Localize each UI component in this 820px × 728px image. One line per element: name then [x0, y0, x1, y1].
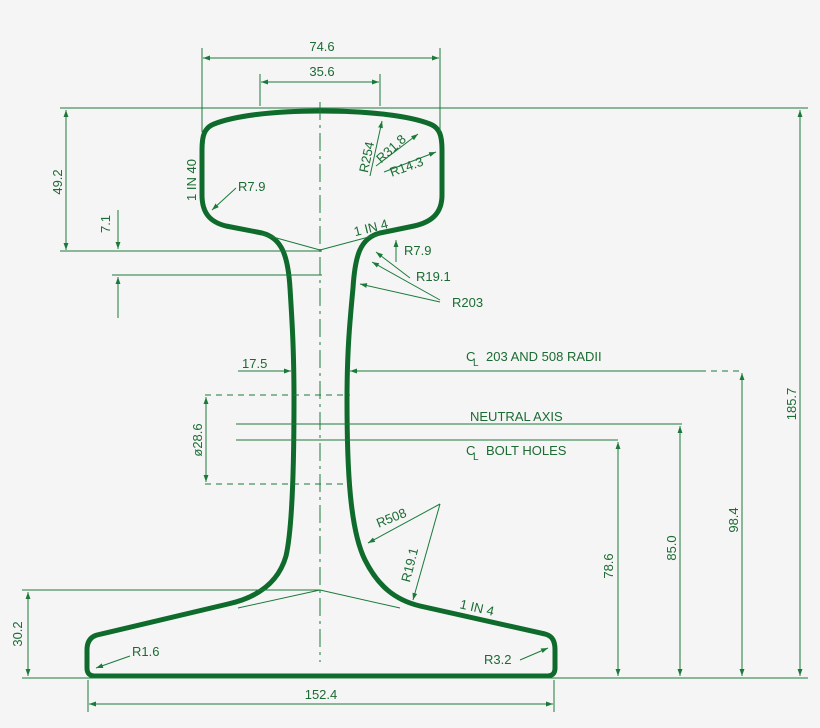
rail-profile [84, 108, 558, 679]
r508-label: R508 [374, 505, 408, 531]
neutral-height-label: 85.0 [664, 535, 679, 560]
r32-label: R3.2 [484, 652, 511, 667]
foot-slope-line-right [319, 589, 401, 609]
radii-centre-cl: C [466, 349, 475, 364]
r32-leader [519, 647, 549, 661]
head-drop-label: 7.1 [98, 215, 113, 233]
head-slope-line-left [261, 233, 321, 251]
neutral-axis-label: NEUTRAL AXIS [470, 409, 563, 424]
bolt-holes-cl: C [466, 443, 475, 458]
top-width-label: 74.6 [309, 39, 334, 54]
total-height-label: 185.7 [784, 388, 799, 421]
r143-label: R14.3 [388, 154, 426, 180]
bolt-height-label: 78.6 [601, 553, 616, 578]
head-corner-radius-leader [211, 187, 237, 211]
web-thickness-label: 17.5 [242, 356, 267, 371]
r143-leader [383, 151, 437, 173]
bolt-dia-label: ø28.6 [190, 423, 205, 456]
radii-centre-cl-sub: L [473, 358, 479, 369]
r508-leader [367, 503, 441, 544]
fillet-r191-label: R19.1 [416, 269, 451, 284]
fillet-r79-label: R7.9 [404, 243, 431, 258]
head-corner-radius-label: R7.9 [238, 179, 265, 194]
bolt-holes-label: BOLT HOLES [486, 443, 567, 458]
web-r203-leader [371, 261, 441, 301]
head-slope-line-right [319, 233, 381, 251]
web-r203-label: R203 [452, 295, 483, 310]
head-height-label: 49.2 [50, 169, 65, 194]
web-r203-leader-2 [359, 283, 441, 303]
radii-centre-label: 203 AND 508 RADII [486, 349, 602, 364]
r191-lower-leader [412, 503, 441, 601]
r16-label: R1.6 [132, 644, 159, 659]
fillet-r191-leader [375, 251, 411, 279]
r254-leader [369, 120, 383, 177]
r318-leader [375, 133, 419, 167]
radii-height-label: 98.4 [726, 507, 741, 532]
head-taper-label: 1 IN 40 [184, 159, 199, 201]
r16-leader [95, 655, 131, 669]
r191-lower-label: R19.1 [398, 546, 421, 583]
r254-label: R254 [356, 140, 377, 174]
foot-height-label: 30.2 [10, 621, 25, 646]
foot-slope-line-left [237, 589, 321, 609]
bolt-holes-cl-sub: L [473, 452, 479, 463]
base-width-label: 152.4 [305, 687, 338, 702]
head-inner-width-label: 35.6 [309, 64, 334, 79]
